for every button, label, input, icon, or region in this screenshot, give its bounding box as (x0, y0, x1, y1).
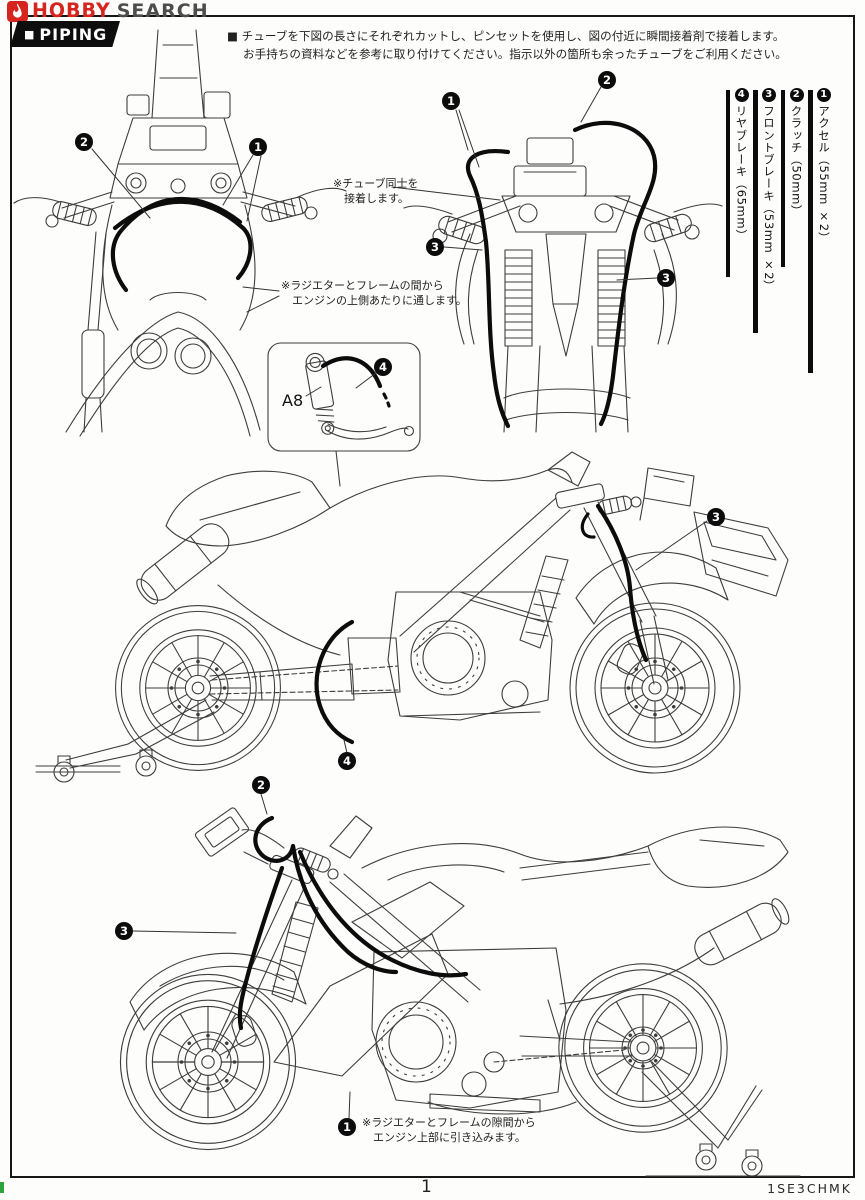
callout-3: 3 (115, 922, 133, 940)
tube-item-number-badge: 1 (817, 88, 831, 102)
intro-line-1: ■ チューブを下図の長さにそれぞれカットし、ピンセットを使用し、図の付近に瞬間接… (227, 29, 785, 43)
tube-item-number-badge: 3 (762, 88, 776, 102)
diagram-left-side-view (119, 807, 801, 1177)
tube-item-number-badge: 4 (734, 88, 749, 102)
banner-square-marker: ■ (24, 27, 35, 41)
tube-item-label: 2 クラッチ（50mm） (789, 88, 805, 217)
hobby-search-logo: HOBBY SEARCH (7, 0, 209, 22)
tube-item-text: フロントブレーキ（53mm ×2） (762, 105, 776, 293)
instrument-bracket (194, 807, 250, 857)
diagram-front-cockpit-view (13, 29, 347, 437)
note-radiator-pass: ※ラジエターとフレームの間から エンジンの上側あたりに通します。 (281, 279, 467, 308)
logo-text-primary: HOBBY (32, 0, 111, 23)
note-radiator-pull-line2: エンジン上部に引き込みます。 (373, 1130, 526, 1144)
logo-text-secondary: SEARCH (116, 0, 209, 22)
diagram-top-view (403, 120, 723, 433)
callout-1: 1 (249, 138, 267, 156)
tube-length-bar (780, 90, 785, 267)
callout-2: 2 (75, 133, 93, 151)
tube-item-text: アクセル（55mm ×2） (817, 105, 831, 244)
callout-3: 3 (657, 269, 675, 287)
callout-1: 1 (442, 92, 460, 110)
radiator-hatch-right (597, 249, 626, 347)
scan-edge-mark (0, 1182, 4, 1193)
note-tube-join: ※チューブ同士を 接着します。 (333, 177, 419, 206)
tube-item-label: 4 リヤブレーキ（65mm） (734, 88, 750, 241)
exhaust-muffler (694, 898, 790, 966)
intro-line-2: お手持ちの資料などを参考に取り付けてください。指示以外の箇所も余ったチューブをご… (243, 47, 787, 61)
callout-1: 1 (338, 1118, 356, 1136)
callout-4: 4 (374, 358, 392, 376)
note-radiator-pass-line2: エンジンの上側あたりに通します。 (292, 293, 467, 307)
tube-item-number-badge: 2 (789, 88, 804, 102)
tube-item-label: 3 フロントブレーキ（53mm ×2） (761, 88, 777, 292)
note-tube-join-line1: ※チューブ同士を (333, 177, 419, 190)
tube-length-bar (725, 90, 730, 277)
flame-icon (7, 0, 28, 22)
tube-item-text: クラッチ（50mm） (789, 105, 804, 218)
note-radiator-pull: ※ラジエターとフレームの隙間から エンジン上部に引き込みます。 (362, 1116, 536, 1145)
section-banner: ■ PIPING (10, 21, 120, 47)
intro-instructions: ■ チューブを下図の長さにそれぞれカットし、ピンセットを使用し、図の付近に瞬間接… (227, 27, 787, 63)
callout-2: 2 (598, 71, 616, 89)
tube-length-bar (808, 90, 813, 373)
content-frame-border (10, 15, 855, 1178)
tube-item-text: リヤブレーキ（65mm） (734, 105, 749, 242)
note-radiator-pull-line1: ※ラジエターとフレームの隙間から (362, 1116, 536, 1129)
tube-item-label: 1 アクセル（55mm ×2） (816, 88, 832, 244)
callout-3: 3 (707, 508, 725, 526)
callout-leader-lines (91, 86, 708, 1119)
inset-part-code: A8 (282, 391, 304, 410)
tube-length-bar (753, 90, 758, 333)
diagram-right-side-view (35, 451, 789, 783)
callout-3: 3 (426, 238, 444, 256)
section-title: PIPING (39, 24, 108, 44)
callout-4: 4 (338, 752, 356, 770)
note-radiator-pass-line1: ※ラジエターとフレームの間から (281, 279, 444, 292)
callout-2: 2 (252, 776, 270, 794)
inset-a8-detail (267, 342, 421, 487)
radiator-hatch-left (504, 249, 533, 347)
exhaust-muffler (136, 523, 230, 605)
kit-code: 1SE3CHMK (767, 1181, 852, 1196)
note-tube-join-line2: 接着します。 (344, 191, 409, 205)
page-number: 1 (421, 1177, 432, 1197)
